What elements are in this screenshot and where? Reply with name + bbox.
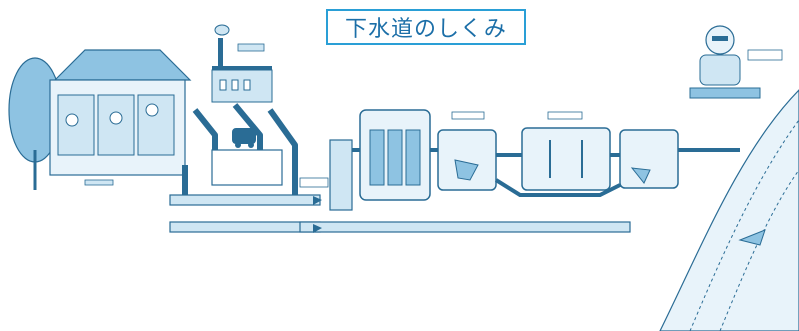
primary-settling-tank [359, 109, 431, 201]
river [659, 89, 799, 331]
house [49, 49, 192, 186]
road-box [211, 128, 283, 186]
main-sewers [169, 194, 631, 233]
factory [211, 24, 273, 103]
reaction-tank [437, 111, 497, 191]
aeration-tanks [521, 111, 611, 191]
diagram-title: 下水道のしくみ [326, 9, 526, 45]
lab-researcher [689, 25, 783, 99]
plant-pipes [352, 148, 740, 197]
pump-station [299, 139, 353, 233]
final-settling-tank [619, 129, 679, 189]
tree [8, 57, 62, 190]
